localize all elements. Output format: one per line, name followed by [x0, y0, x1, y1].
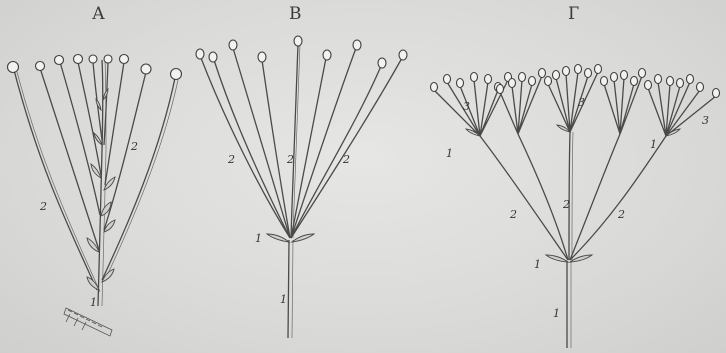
panel-a-label-base: 1 — [90, 296, 97, 309]
panel-b-bud — [353, 40, 361, 50]
panel-b-label-base: 1 — [280, 293, 287, 306]
panel-b-bud — [258, 52, 266, 62]
panel-b-label-node: 1 — [255, 232, 262, 245]
panel-g-letter: Г — [568, 4, 579, 24]
panel-b-bud — [399, 50, 407, 60]
panel-b-label-right: 2 — [342, 153, 350, 166]
panel-a-bud — [8, 62, 19, 73]
panel-g-ray — [570, 136, 666, 260]
panel-b-ray — [291, 48, 356, 238]
panel-b-label-left: 2 — [227, 153, 235, 166]
panel-b-ray — [214, 60, 290, 238]
panel-b-bud — [209, 52, 217, 62]
panel-g-ray — [480, 136, 568, 260]
panel-b-ray — [233, 48, 290, 238]
panel-g-label-subnode-left: 1 — [446, 147, 453, 160]
panel-g-label-ray-left: 2 — [509, 208, 517, 221]
panel-a-raceme: А — [8, 4, 182, 336]
panel-a-main-axis — [98, 60, 103, 306]
panel-g-label-umbellet-right: 3 — [702, 114, 709, 127]
panel-b-bud — [294, 36, 302, 46]
panel-b-bud — [323, 50, 331, 60]
panel-b-ray — [291, 66, 381, 238]
panel-g-label-umbellet-left: 3 — [463, 100, 470, 113]
panel-a-bud — [89, 55, 97, 63]
panel-g-label-node: 1 — [534, 258, 541, 271]
panel-a-bud — [74, 55, 83, 64]
panel-a-bud — [104, 55, 112, 63]
panel-a-ground — [64, 308, 112, 336]
panel-a-pedicel — [78, 62, 101, 175]
panel-a-bud — [55, 56, 64, 65]
panel-g-ray — [570, 134, 620, 260]
panel-a-letter: А — [92, 4, 105, 24]
panel-b-bud — [378, 58, 386, 68]
panel-g-label-base: 1 — [553, 307, 560, 320]
panel-g-umbellet — [601, 69, 646, 135]
panel-a-bud — [36, 62, 45, 71]
panel-a-bud — [120, 55, 129, 64]
panel-b-ray — [262, 60, 290, 238]
panel-g-label-ray-center: 2 — [562, 198, 570, 211]
panel-a-label-left: 2 — [39, 200, 47, 213]
panel-b-umbel: В 2 2 2 1 1 — [196, 4, 407, 338]
panel-b-peduncle — [288, 240, 289, 338]
panel-g-umbellet — [497, 69, 546, 135]
panel-g-label-ray-right: 2 — [617, 208, 625, 221]
panel-b-bud — [196, 49, 204, 59]
panel-b-letter: В — [289, 4, 302, 24]
panel-a-bud — [141, 64, 151, 74]
panel-g-umbellet — [545, 65, 602, 133]
panel-g-label-umbellet-center: 3 — [578, 96, 585, 109]
panel-g-umbellet — [431, 73, 512, 137]
panel-g-compound-umbel: Г — [431, 4, 720, 348]
panel-b-label-center: 2 — [286, 153, 294, 166]
panel-a-label-main: 2 — [130, 140, 138, 153]
panel-g-ray — [518, 134, 568, 260]
panel-b-bud — [229, 40, 237, 50]
panel-b-ray — [291, 58, 402, 238]
panel-g-label-subnode-right: 1 — [650, 138, 657, 151]
panel-g-ray — [569, 132, 570, 260]
panel-a-bud — [171, 69, 182, 80]
